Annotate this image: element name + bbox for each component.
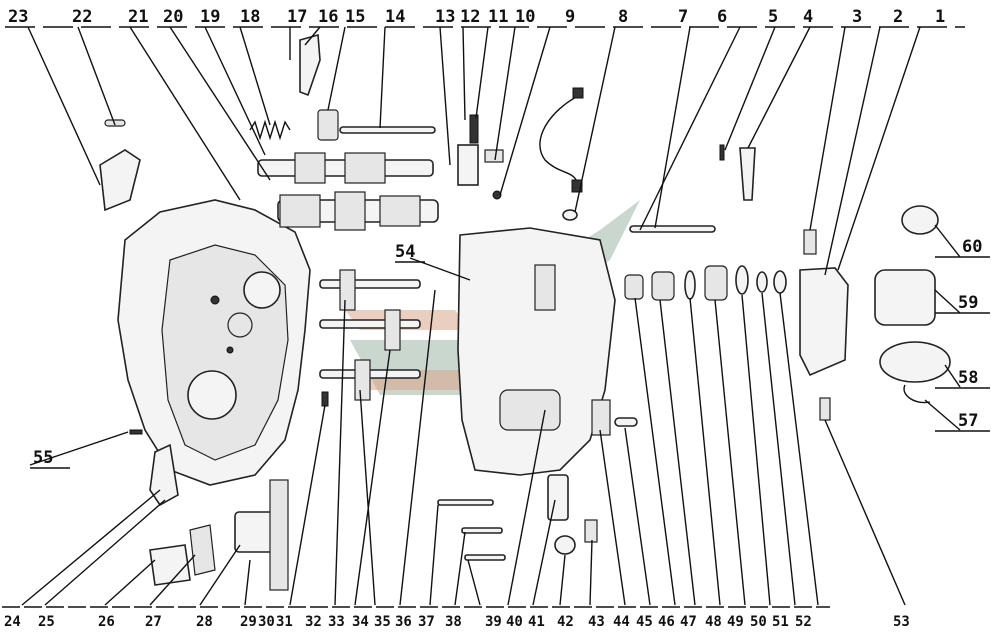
callout-47: 47 (680, 614, 697, 630)
callout-33: 33 (328, 614, 345, 630)
callout-24: 24 (4, 614, 21, 630)
callout-14: 14 (385, 7, 405, 27)
callout-6: 6 (717, 7, 727, 27)
callout-30: 30 (258, 614, 275, 630)
callout-12: 12 (460, 7, 480, 27)
bracket-23 (99, 119, 141, 212)
callout-34: 34 (352, 614, 369, 630)
callout-48: 48 (705, 614, 722, 630)
callout-17: 17 (287, 7, 307, 27)
transmission-case (457, 225, 716, 476)
callout-54: 54 (395, 242, 415, 262)
callout-18: 18 (240, 7, 260, 27)
callout-50: 50 (750, 614, 767, 630)
callout-27: 27 (145, 614, 162, 630)
callout-49: 49 (727, 614, 744, 630)
callout-59: 59 (958, 293, 978, 313)
callout-43: 43 (588, 614, 605, 630)
callout-52: 52 (795, 614, 812, 630)
shift-rails (319, 269, 421, 401)
callout-21: 21 (128, 7, 148, 27)
output-shaft-assembly (277, 191, 439, 231)
callout-37: 37 (418, 614, 435, 630)
callout-9: 9 (565, 7, 575, 27)
bottom-left-parts (129, 391, 329, 591)
callout-26: 26 (98, 614, 115, 630)
callout-60: 60 (962, 237, 982, 257)
callout-41: 41 (528, 614, 545, 630)
bottom-leader-lines (21, 289, 906, 606)
callout-40: 40 (506, 614, 523, 630)
sensor-wire (492, 87, 584, 221)
top-leader-lines (27, 26, 921, 276)
callout-19: 19 (200, 7, 220, 27)
callout-31: 31 (276, 614, 293, 630)
callout-4: 4 (803, 7, 813, 27)
callout-53: 53 (893, 614, 910, 630)
callout-44: 44 (613, 614, 630, 630)
callout-22: 22 (72, 7, 92, 27)
callout-2: 2 (893, 7, 903, 27)
callout-29: 29 (240, 614, 257, 630)
callout-3: 3 (852, 7, 862, 27)
callout-11: 11 (488, 7, 508, 27)
detail-parts (874, 205, 951, 404)
callout-13: 13 (435, 7, 455, 27)
callout-51: 51 (772, 614, 789, 630)
callout-35: 35 (374, 614, 391, 630)
callout-55: 55 (33, 448, 53, 468)
callout-1: 1 (935, 7, 945, 27)
callout-45: 45 (636, 614, 653, 630)
bottom-small-parts (437, 397, 831, 561)
callout-36: 36 (395, 614, 412, 630)
callout-25: 25 (38, 614, 55, 630)
callout-46: 46 (658, 614, 675, 630)
callout-5: 5 (768, 7, 778, 27)
side-leader-lines (29, 224, 990, 469)
bearings-row (624, 144, 849, 377)
callout-10: 10 (515, 7, 535, 27)
callout-20: 20 (163, 7, 183, 27)
callout-42: 42 (557, 614, 574, 630)
callout-39: 39 (485, 614, 502, 630)
callout-57: 57 (958, 411, 978, 431)
callout-28: 28 (196, 614, 213, 630)
spring-and-fork (249, 33, 504, 186)
input-shaft-assembly (257, 152, 434, 184)
callout-58: 58 (958, 368, 978, 388)
callout-38: 38 (445, 614, 462, 630)
callout-labels: 23 22 21 20 19 18 17 16 15 14 13 12 11 1… (4, 7, 982, 630)
callout-23: 23 (8, 7, 28, 27)
callout-8: 8 (618, 7, 628, 27)
callout-15: 15 (345, 7, 365, 27)
callout-7: 7 (678, 7, 688, 27)
callout-16: 16 (318, 7, 338, 27)
clutch-housing (117, 199, 311, 486)
callout-32: 32 (305, 614, 322, 630)
